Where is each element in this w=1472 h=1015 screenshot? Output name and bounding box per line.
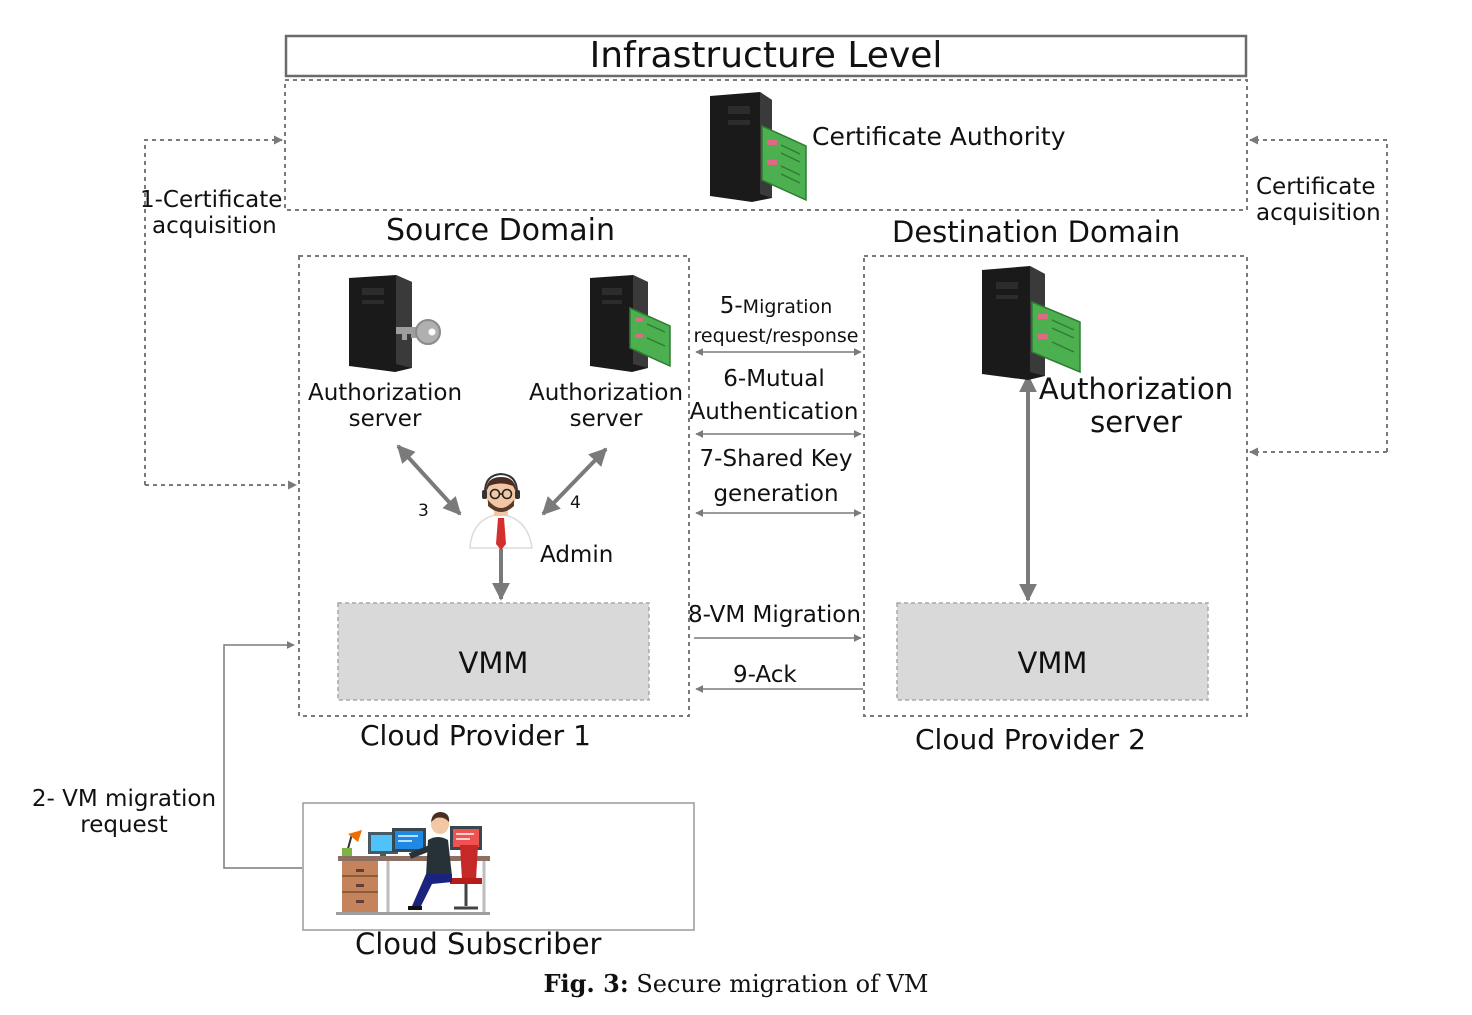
step9-label: 9-Ack xyxy=(733,662,797,688)
infrastructure-title-box xyxy=(284,34,1248,78)
certificate-acquisition-left-label: 1-Certificate acquisition xyxy=(140,187,283,240)
arrow-4-label: 4 xyxy=(570,493,581,513)
certificate-acquisition-left-arrow xyxy=(144,135,283,485)
step5-label: 5-Migration request/response xyxy=(693,293,859,348)
figure-caption-label: Fig. 3: xyxy=(543,969,629,998)
source-auth-server-key-icon xyxy=(349,275,441,372)
destination-auth-server-cert-icon xyxy=(982,266,1081,380)
cloud-provider-2-label: Cloud Provider 2 xyxy=(915,723,1146,756)
vm-migration-request-label: 2- VM migration request xyxy=(31,786,217,839)
destination-auth-server-label: Authorization server xyxy=(1038,372,1234,440)
step8-label: 8-VM Migration xyxy=(688,602,861,628)
destination-domain-region xyxy=(863,255,1248,717)
cloud-subscriber-label: Cloud Subscriber xyxy=(355,927,602,961)
step6-label: 6-Mutual Authentication xyxy=(689,366,859,426)
certificate-authority-server-icon xyxy=(710,92,807,202)
figure-caption-text: Secure migration of VM xyxy=(636,970,929,998)
arrow-3-label: 3 xyxy=(418,501,429,521)
subscriber-workstation-icon xyxy=(336,812,490,915)
destination-domain-title: Destination Domain xyxy=(892,215,1181,249)
source-auth-server-key-label: Authorization server xyxy=(307,380,463,433)
cloud-provider-1-label: Cloud Provider 1 xyxy=(360,719,591,752)
infrastructure-region xyxy=(284,79,1248,211)
admin-person-icon xyxy=(469,472,533,550)
vmm-source-label: VMM xyxy=(458,646,529,680)
infrastructure-title: Infrastructure Level xyxy=(589,35,943,76)
vmm-box-source xyxy=(337,602,650,701)
certificate-acquisition-right-arrow xyxy=(1249,135,1388,452)
admin-label: Admin xyxy=(540,542,614,568)
source-domain-title: Source Domain xyxy=(386,213,615,248)
step7-label: 7-Shared Key generation xyxy=(699,446,853,507)
source-auth-server-cert-icon xyxy=(590,275,671,372)
vm-migration-request-arrow xyxy=(223,641,302,869)
figure-caption: Fig. 3: Secure migration of VM xyxy=(0,970,1472,999)
source-auth-server-cert-label: Authorization server xyxy=(528,380,684,433)
arrow-4 xyxy=(541,447,608,516)
certificate-acquisition-right-label: Certificate acquisition xyxy=(1256,174,1381,227)
source-domain-region xyxy=(298,255,690,717)
arrow-3 xyxy=(396,444,462,516)
certificate-authority-label: Certificate Authority xyxy=(812,122,1066,151)
vmm-destination-label: VMM xyxy=(1017,646,1088,680)
vmm-box-destination xyxy=(896,602,1209,701)
